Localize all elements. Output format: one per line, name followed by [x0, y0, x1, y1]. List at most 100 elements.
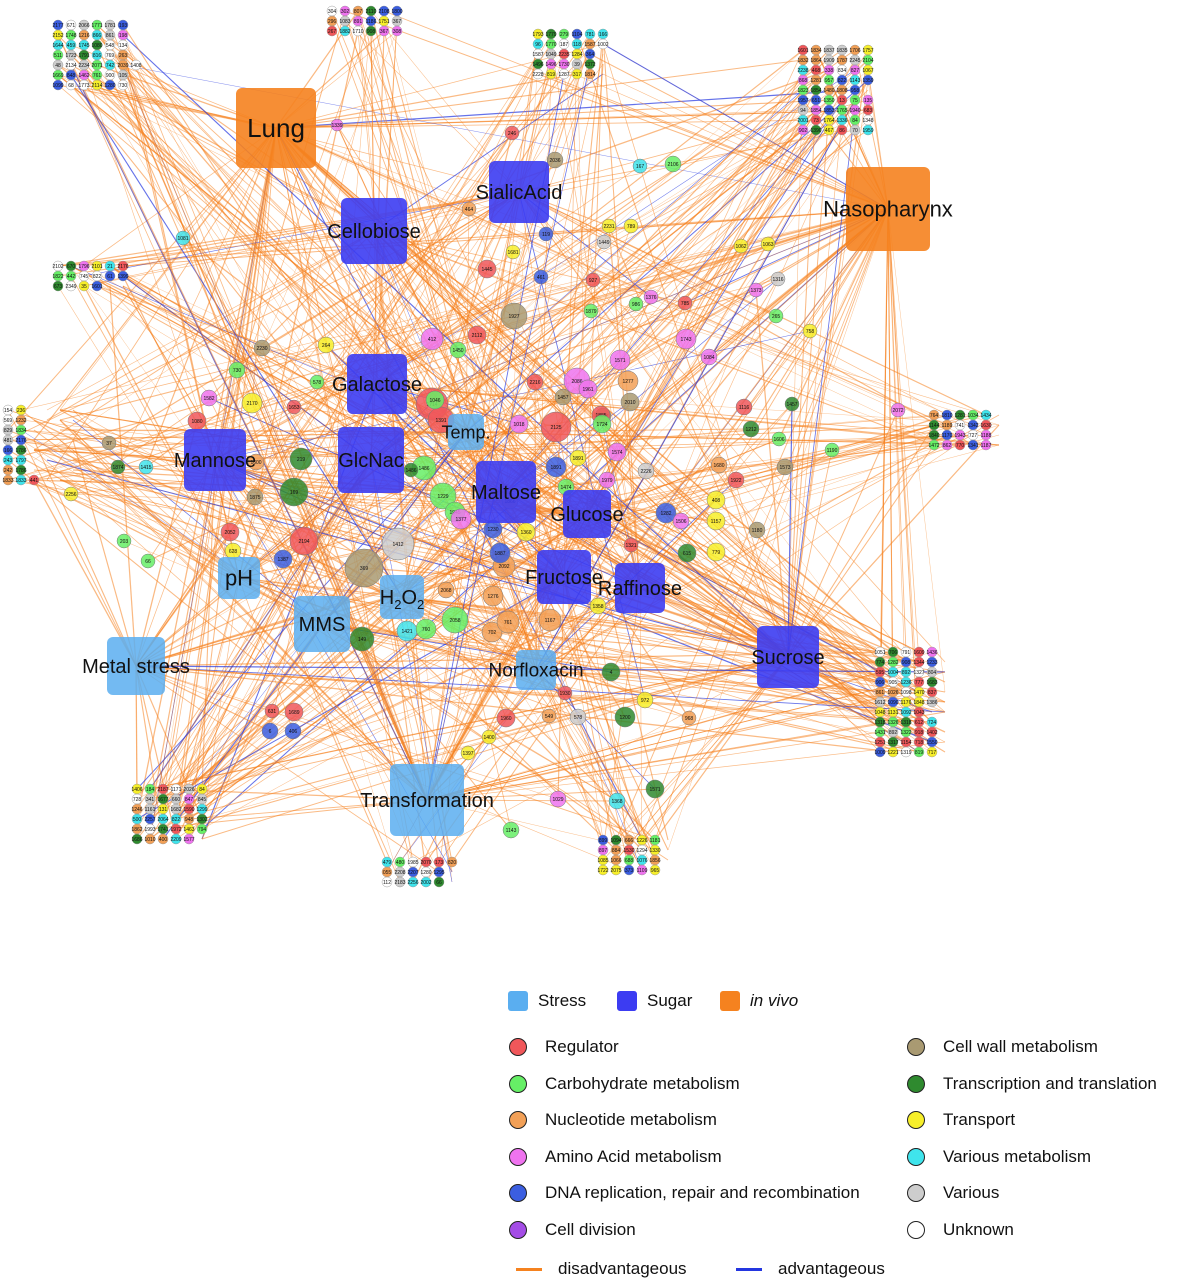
gene-node — [748, 521, 766, 539]
hub-label-h2o2: H2O2 — [380, 587, 424, 612]
peripheral-gene-label: 651 — [812, 98, 821, 104]
gene-node-label: 2256 — [65, 492, 76, 498]
disadvantageous-edge — [117, 127, 277, 468]
gene-node-label: 2194 — [298, 539, 309, 545]
peripheral-gene-label: 727 — [969, 433, 978, 439]
peripheral-gene-node — [130, 59, 142, 71]
gene-node — [289, 526, 319, 556]
sugar-swatch — [617, 991, 637, 1011]
gene-node — [264, 703, 280, 719]
gene-node — [569, 449, 587, 467]
gene-node-label: 758 — [806, 329, 815, 335]
gene-node — [643, 289, 659, 305]
disadvantageous-edge — [201, 656, 789, 840]
disadvantageous-edge — [535, 661, 907, 671]
gene-node — [344, 548, 384, 588]
disadvantageous-edge — [135, 424, 935, 667]
peripheral-gene-label: 2102 — [52, 264, 63, 270]
disadvantageous-edge — [550, 63, 889, 210]
disadvantageous-edge — [373, 230, 686, 304]
peripheral-gene-label: 173 — [435, 860, 444, 866]
gene-node-label: 1376 — [645, 295, 656, 301]
peripheral-gene-label: 1822 — [52, 274, 63, 280]
disadvantageous-edge — [275, 59, 804, 129]
legend-type-sugar: Sugar — [617, 991, 692, 1011]
peripheral-gene-node — [862, 124, 874, 136]
peripheral-gene-label: 1601 — [797, 48, 808, 54]
peripheral-gene-label: 1748 — [65, 33, 76, 39]
peripheral-gene-label: 055 — [383, 870, 392, 876]
peripheral-gene-label: 1176 — [901, 700, 912, 706]
disadvantageous-edge — [586, 513, 946, 703]
disadvantageous-edge — [535, 669, 656, 871]
peripheral-gene-label: 948 — [185, 817, 194, 823]
peripheral-gene-label: 1066 — [610, 858, 621, 864]
gene-node-label: 2231 — [603, 224, 614, 230]
disadvantageous-edge — [83, 64, 403, 598]
disadvantageous-edge — [787, 424, 1000, 658]
disadvantageous-edge — [109, 44, 537, 671]
gene-node-label: 2112 — [472, 333, 483, 339]
legend-category: Various — [907, 1183, 999, 1203]
gene-node-label: 578 — [313, 380, 322, 386]
peripheral-gene-node — [131, 833, 143, 845]
peripheral-gene-label: 1282 — [887, 660, 898, 666]
peripheral-gene-label: 112 — [383, 880, 391, 886]
gene-node — [246, 488, 264, 506]
peripheral-gene-label: 908 — [367, 29, 376, 35]
gene-node — [540, 411, 572, 443]
peripheral-gene-label: 1833 — [2, 478, 13, 484]
gene-node-label: 2010 — [624, 400, 635, 406]
peripheral-gene-label: 1295 — [433, 870, 444, 876]
peripheral-gene-label: 1051 — [874, 650, 885, 656]
peripheral-gene-label: 1781 — [104, 23, 115, 29]
peripheral-gene-label: 1171 — [171, 787, 182, 793]
disadvantageous-edge — [70, 84, 372, 461]
disadvantageous-edge — [787, 449, 833, 658]
peripheral-gene-label: 822 — [838, 78, 847, 84]
gene-node — [632, 158, 648, 174]
gene-node-label: 1062 — [735, 244, 746, 250]
legend-type-stress: Stress — [508, 991, 586, 1011]
gene-node — [496, 708, 516, 728]
peripheral-gene-label: 2152 — [52, 33, 63, 39]
peripheral-gene-label: 1143 — [850, 78, 861, 84]
gene-node — [241, 392, 263, 414]
gene-node-label: 1457 — [557, 395, 568, 401]
gene-node-label: 1486 — [405, 468, 416, 474]
disadvantageous-edge — [214, 109, 856, 461]
gene-node — [706, 490, 726, 510]
peripheral-gene-label: 861 — [106, 33, 115, 39]
peripheral-gene-label: 236 — [17, 408, 26, 414]
gene-node — [541, 708, 557, 724]
peripheral-gene-label: 1189 — [942, 423, 953, 429]
gene-node — [284, 722, 302, 740]
peripheral-gene-label: 1251 — [874, 740, 885, 746]
peripheral-gene-node — [836, 124, 848, 136]
peripheral-gene-label: 1800 — [391, 9, 402, 15]
peripheral-gene-label: 467 — [825, 128, 834, 134]
disadvantageous-edge — [321, 623, 920, 753]
gene-node-label: 1046 — [429, 398, 440, 404]
gene-node — [583, 303, 599, 319]
gene-node-label: 1377 — [455, 517, 466, 523]
disadvantageous-edge — [535, 669, 894, 693]
peripheral-gene-label: 367 — [380, 29, 389, 35]
peripheral-gene-label: 819 — [547, 72, 556, 78]
disadvantageous-edge — [109, 44, 403, 598]
peripheral-gene-label: 1840 — [928, 433, 939, 439]
disadvantageous-edge — [70, 64, 428, 801]
gene-node-label: 406 — [289, 729, 298, 735]
peripheral-gene-label: 135 — [864, 98, 873, 104]
hub-label-maltose: Maltose — [471, 482, 541, 504]
disadvantageous-edge — [787, 424, 935, 658]
legend-category: Transcription and translation — [907, 1074, 1157, 1094]
hub-label-metal: Metal stress — [82, 656, 190, 678]
disadvantageous-edge — [135, 359, 621, 667]
peripheral-gene-label: 1094 — [610, 838, 621, 844]
disadvantageous-edge — [57, 230, 375, 267]
peripheral-gene-label: 134 — [119, 43, 128, 49]
gene-node — [585, 272, 601, 288]
peripheral-gene-label: 68 — [68, 83, 74, 89]
gene-node — [449, 341, 467, 359]
